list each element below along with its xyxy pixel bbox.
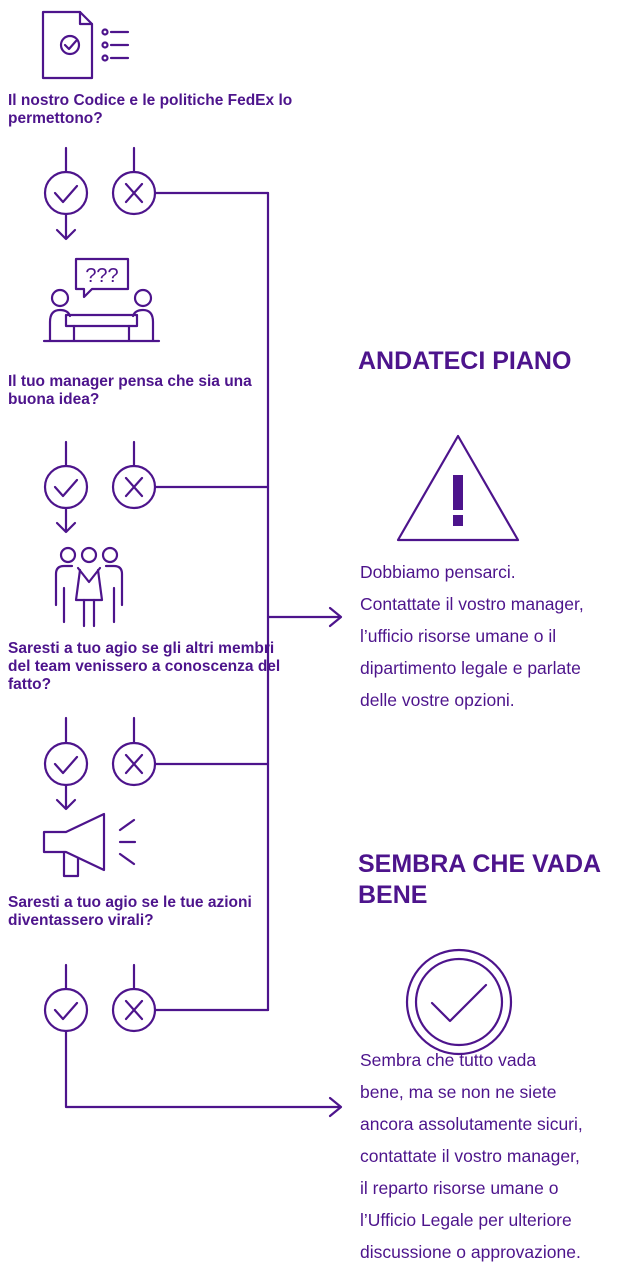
question-team-awareness: Saresti a tuo agio se gli altri membri d… bbox=[8, 640, 281, 693]
caution-body-line: delle vostre opzioni. bbox=[360, 690, 515, 710]
caution-body: Dobbiamo pensarci. Contattate il vostro … bbox=[360, 556, 584, 716]
no-x-icon bbox=[111, 170, 157, 216]
ok-path-line bbox=[64, 1029, 342, 1109]
caution-arrow-head bbox=[328, 606, 343, 628]
warning-triangle-icon bbox=[396, 434, 520, 542]
no-x-icon bbox=[111, 464, 157, 510]
question-viral-actions: Saresti a tuo agio se le tue azioni dive… bbox=[8, 894, 252, 929]
caution-body-line: Contattate il vostro manager, bbox=[360, 594, 584, 614]
down-arrow-head bbox=[55, 798, 77, 811]
ok-heading-line: BENE bbox=[358, 881, 428, 909]
caution-heading: ANDATECI PIANO bbox=[358, 347, 572, 375]
ok-body-line: bene, ma se non ne siete bbox=[360, 1082, 557, 1102]
megaphone-icon bbox=[42, 812, 137, 878]
down-arrow-head bbox=[55, 521, 77, 534]
caution-body-line: dipartimento legale e parlate bbox=[360, 658, 581, 678]
document-checklist-icon bbox=[41, 10, 130, 80]
yes-check-icon bbox=[43, 170, 89, 216]
caution-body-line: l’ufficio risorse umane o il bbox=[360, 626, 557, 646]
speech-bubble-text: ??? bbox=[85, 265, 118, 287]
ok-body-line: contattate il vostro manager, bbox=[360, 1146, 580, 1166]
ok-body: Sembra che tutto vada bene, ma se non ne… bbox=[360, 1044, 583, 1268]
check-circle-icon bbox=[405, 948, 513, 1056]
ok-body-line: ancora assolutamente sicuri, bbox=[360, 1114, 583, 1134]
no-x-icon bbox=[111, 741, 157, 787]
meeting-discussion-icon bbox=[42, 257, 161, 343]
ok-body-line: Sembra che tutto vada bbox=[360, 1050, 537, 1070]
question-manager-approval: Il tuo manager pensa che sia una buona i… bbox=[8, 373, 252, 408]
ok-body-line: il reparto risorse umane o bbox=[360, 1178, 559, 1198]
ok-heading: SEMBRA CHE VADA BENE bbox=[358, 849, 601, 911]
no-x-icon bbox=[111, 987, 157, 1033]
ok-arrow-head bbox=[328, 1096, 343, 1118]
ok-body-line: l’Ufficio Legale per ulteriore bbox=[360, 1210, 572, 1230]
caution-body-line: Dobbiamo pensarci. bbox=[360, 562, 516, 582]
ok-heading-line: SEMBRA CHE VADA bbox=[358, 850, 602, 878]
down-arrow-head bbox=[55, 228, 77, 241]
ok-body-line: discussione o approvazione. bbox=[360, 1242, 581, 1262]
yes-check-icon bbox=[43, 464, 89, 510]
question-codice-policy: Il nostro Codice e le politiche FedEx lo… bbox=[8, 92, 293, 127]
team-group-icon bbox=[54, 546, 124, 628]
yes-check-icon bbox=[43, 987, 89, 1033]
yes-check-icon bbox=[43, 741, 89, 787]
